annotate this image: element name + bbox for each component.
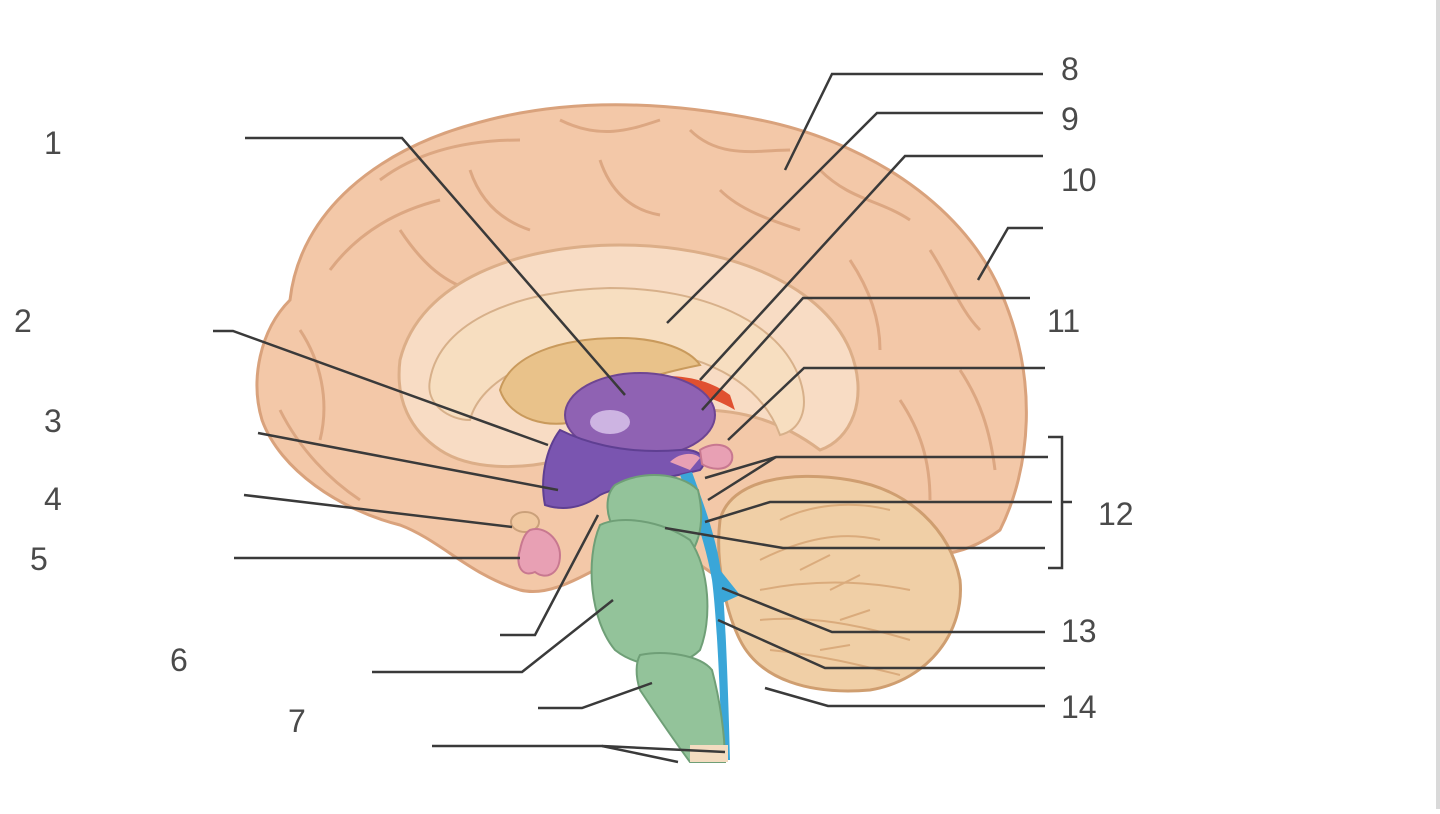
pons [590, 519, 709, 666]
label-14: 14 [1061, 689, 1097, 725]
leader-14 [764, 686, 1045, 708]
thalamus-highlight [590, 410, 630, 434]
leader-lines [213, 72, 1072, 764]
leader-12c [704, 500, 1052, 524]
leader-3 [257, 431, 559, 492]
leader-7a [538, 681, 653, 710]
leader-11b [727, 366, 1045, 441]
label-13: 13 [1061, 613, 1097, 649]
label-4: 4 [44, 481, 62, 517]
leader-10 [699, 154, 1043, 381]
label-2: 2 [14, 303, 32, 339]
label-1: 1 [44, 125, 62, 161]
right-edge-divider [1436, 0, 1440, 809]
label-5: 5 [30, 541, 48, 577]
label-7: 7 [288, 703, 306, 739]
pineal-gland [698, 443, 734, 470]
leader-12d [664, 526, 1045, 550]
label-8: 8 [1061, 51, 1079, 87]
leader-13b [717, 618, 1045, 670]
label-6: 6 [170, 642, 188, 678]
pituitary-gland [517, 528, 562, 577]
label-3: 3 [44, 403, 62, 439]
leader-7c [601, 744, 726, 754]
label-12: 12 [1098, 496, 1134, 532]
leader-8 [783, 72, 1043, 171]
leader-1 [245, 136, 626, 396]
corpus-callosum [428, 286, 805, 437]
leader-6a [500, 514, 600, 637]
optic-chiasma [510, 511, 540, 533]
leader-12b [707, 455, 777, 502]
leader-6b [372, 599, 614, 674]
spinal-cord-top [690, 745, 728, 762]
pineal-stalk [670, 453, 700, 470]
label-10: 10 [1061, 162, 1097, 198]
leader-4 [243, 493, 513, 529]
label-9: 9 [1061, 101, 1079, 137]
fourth-ventricle [712, 560, 740, 605]
leader-2 [213, 329, 549, 447]
leader-9 [666, 111, 1043, 324]
leader-11a [701, 296, 1030, 411]
label-11: 11 [1047, 303, 1081, 339]
cerebral-aqueduct [680, 472, 730, 760]
leader-10b [976, 226, 1043, 281]
leader-13a [721, 586, 1045, 634]
